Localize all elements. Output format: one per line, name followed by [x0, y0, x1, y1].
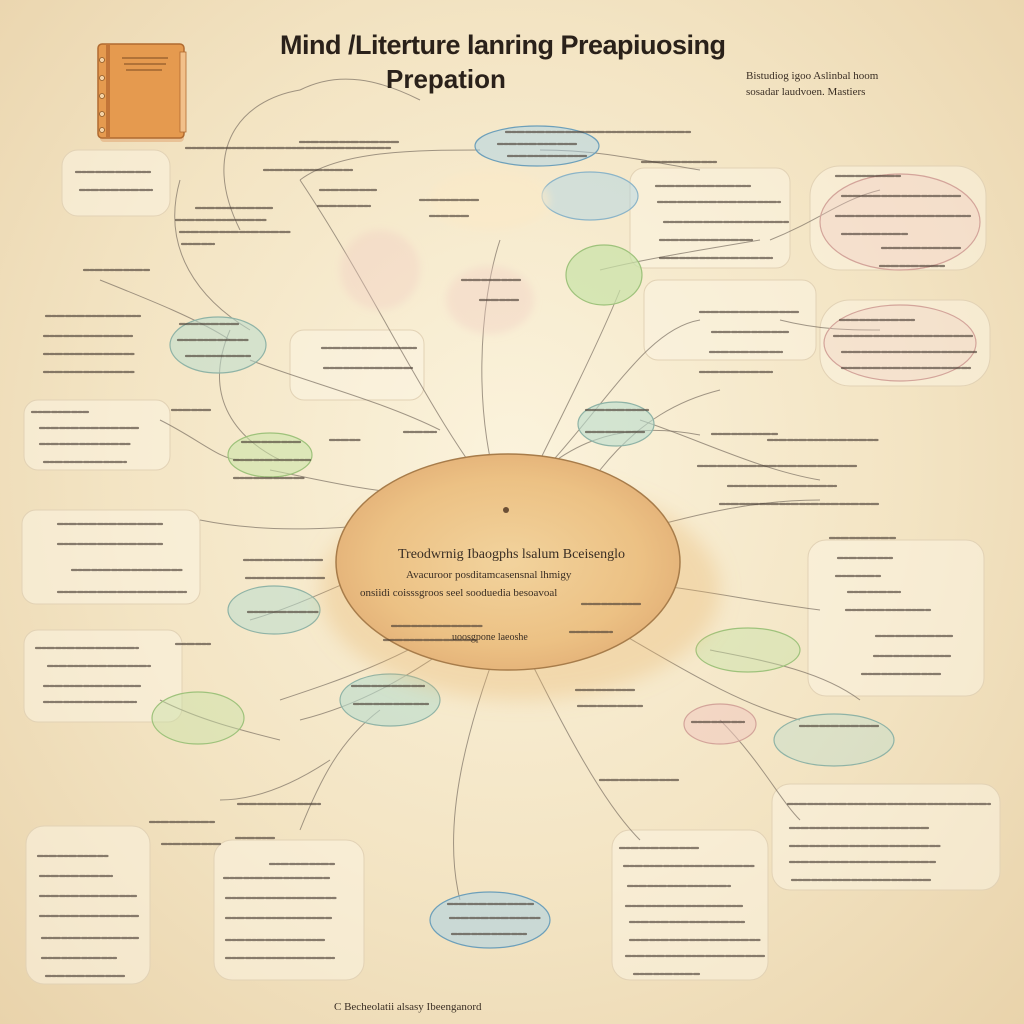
top-right-note-line-1: Bistudiog igoo Aslinbal hoom: [746, 70, 879, 82]
center-line-4: uoosgpone laeoshe: [452, 632, 528, 643]
center-line-1: Treodwrnig Ibaogphs lsalum Bceisenglo: [398, 547, 625, 562]
top-right-note-line-2: sosadar laudvoen. Mastiers: [746, 86, 866, 98]
footer-caption: C Becheolatii alsasy Ibeenganord: [334, 1001, 482, 1013]
node-pin-icon: [503, 507, 509, 513]
background-panels: [21, 149, 1001, 985]
center-line-3: onsiidi coisssgroos seel sooduedia besoa…: [360, 587, 557, 599]
page-title: Mind /Literture lanring Preapiuosing: [280, 30, 726, 60]
central-node: Treodwrnig Ibaogphs lsalum Bceisenglo Av…: [320, 453, 720, 700]
page-subtitle: Prepation: [386, 64, 506, 94]
notebook-icon: [97, 43, 187, 142]
illegible-text-lines: [30, 130, 992, 978]
center-line-2: Avacuroor posditamcasensnal lhmigy: [406, 569, 572, 581]
